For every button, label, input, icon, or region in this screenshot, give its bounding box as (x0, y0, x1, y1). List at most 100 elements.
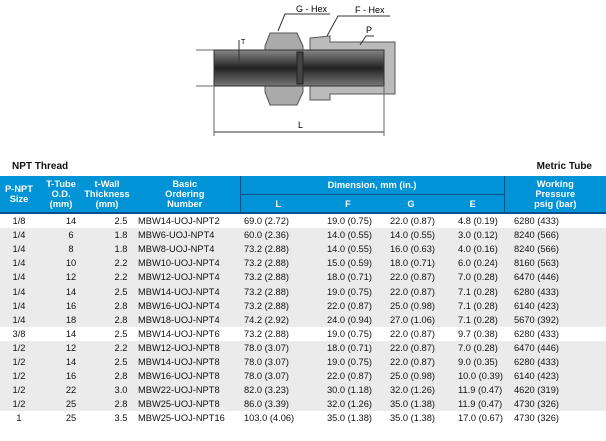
table-cell: 30.0 (1.18) (316, 383, 380, 398)
table-cell: 1.8 (84, 242, 130, 257)
table-cell: 1 (16, 413, 22, 424)
table-cell: 82.0 (3.23) (240, 383, 316, 398)
table-cell: 22.0 (0.87) (316, 369, 380, 384)
header-g: G (380, 194, 442, 213)
table-cell: 2.2 (84, 340, 130, 355)
table-cell: 35.0 (1.38) (380, 397, 442, 412)
table-cell: 73.2 (2.88) (244, 328, 289, 339)
table-cell: 19.0 (0.75) (316, 284, 380, 299)
table-cell: 74.2 (2.92) (240, 312, 316, 327)
fitting-diagram: G - Hex F - Hex P T L (196, 4, 396, 136)
table-cell: 60.0 (2.36) (240, 228, 316, 243)
table-cell: MBW16-UOJ-NPT8 (130, 369, 240, 384)
table-cell: 2.5 (84, 284, 130, 299)
table-cell: 3.5 (114, 413, 128, 424)
table-cell: 12 (38, 340, 84, 355)
table-cell: 73.2 (2.88) (240, 298, 316, 313)
table-cell: 7.1 (0.28) (442, 298, 504, 313)
table-cell: 6 (38, 228, 84, 243)
table-cell: 19.0 (0.75) (327, 328, 372, 339)
table-cell: 1/2 (0, 369, 38, 384)
table-cell: 25.0 (0.98) (380, 369, 442, 384)
table-cell: 12 (38, 270, 84, 285)
f-hex-label: F - Hex (355, 5, 385, 15)
table-cell: 7.0 (0.28) (442, 340, 504, 355)
table-cell: 14.0 (0.55) (380, 228, 442, 243)
table-cell: 1/2 (0, 397, 38, 412)
table-cell: 35.0 (1.38) (327, 413, 372, 424)
table-cell: 8160 (563) (504, 256, 606, 271)
table-cell: MBW18-UOJ-NPT4 (130, 312, 240, 327)
table-cell: 2.5 (84, 211, 130, 229)
table-cell: 24.0 (0.94) (316, 312, 380, 327)
table-cell: 6470 (446) (504, 340, 606, 355)
table-cell: 1/4 (0, 270, 38, 285)
table-cell: 22.0 (0.87) (380, 284, 442, 299)
table-cell: MBW25-UOJ-NPT16 (138, 413, 225, 424)
table-cell: MBW12-UOJ-NPT4 (130, 270, 240, 285)
table-cell: MBW14-UOJ-NPT4 (130, 284, 240, 299)
table-cell: 103.0 (4.06) (244, 413, 295, 424)
table-cell: 4730 (326) (514, 413, 559, 424)
table-cell: 2.2 (84, 256, 130, 271)
table-cell: 16 (38, 298, 84, 313)
table-cell: MBW10-UOJ-NPT4 (130, 256, 240, 271)
table-cell: 7.1 (0.28) (442, 284, 504, 299)
table-cell: 3.0 (84, 383, 130, 398)
table-cell: 1/4 (0, 312, 38, 327)
table-cell: 18.0 (0.71) (380, 256, 442, 271)
table-cell: 6470 (446) (504, 270, 606, 285)
table-cell: 1/2 (0, 354, 38, 370)
table-cell: 6280 (433) (504, 354, 606, 370)
table-cell: 7.0 (0.28) (442, 270, 504, 285)
table-cell: 1/4 (0, 284, 38, 299)
table-cell: MBW25-UOJ-NPT8 (130, 397, 240, 412)
table-cell: 22.0 (0.87) (380, 354, 442, 370)
table-cell: 69.0 (2.72) (240, 211, 316, 229)
table-cell: 9.7 (0.38) (458, 328, 498, 339)
header-dimension: Dimension, mm (in.) (239, 176, 504, 195)
table-cell: 9.0 (0.35) (442, 354, 504, 370)
table-cell: 6140 (423) (504, 369, 606, 384)
table-cell: 3/8 (12, 328, 26, 339)
table-cell: 1/4 (0, 242, 38, 257)
table-cell: 7.1 (0.28) (442, 312, 504, 327)
table-cell: 14 (65, 328, 77, 339)
table-cell: 11.9 (0.47) (442, 397, 504, 412)
table-cell: 10 (38, 256, 84, 271)
table-cell: MBW6-UOJ-NPT4 (130, 228, 240, 243)
table-cell: 1.8 (84, 228, 130, 243)
table-cell: 16.0 (0.63) (380, 242, 442, 257)
table-cell: 25.0 (0.98) (380, 298, 442, 313)
table-cell: 2.8 (84, 397, 130, 412)
table-cell: 14.0 (0.55) (316, 228, 380, 243)
table-cell: 16 (38, 369, 84, 384)
table-cell: 10.0 (0.39) (442, 369, 504, 384)
table-cell: 22.0 (0.87) (380, 211, 442, 229)
table-cell: 8240 (566) (504, 242, 606, 257)
table-cell: 1/8 (0, 211, 38, 229)
table-cell: 6280 (433) (504, 211, 606, 229)
table-cell: 27.0 (1.06) (380, 312, 442, 327)
table-cell: 18.0 (0.71) (316, 340, 380, 355)
table-cell: 22.0 (0.87) (390, 328, 435, 339)
table-cell: MBW16-UOJ-NPT4 (130, 298, 240, 313)
table-cell: 1/2 (0, 340, 38, 355)
table-cell: 2.5 (114, 328, 128, 339)
metric-tube-caption: Metric Tube (536, 161, 592, 172)
table-cell: 4620 (319) (504, 383, 606, 398)
table-cell: 5670 (392) (504, 312, 606, 327)
table-cell: 19.0 (0.75) (316, 354, 380, 370)
table-cell: 22 (38, 383, 84, 398)
table-cell: 15.0 (0.59) (316, 256, 380, 271)
